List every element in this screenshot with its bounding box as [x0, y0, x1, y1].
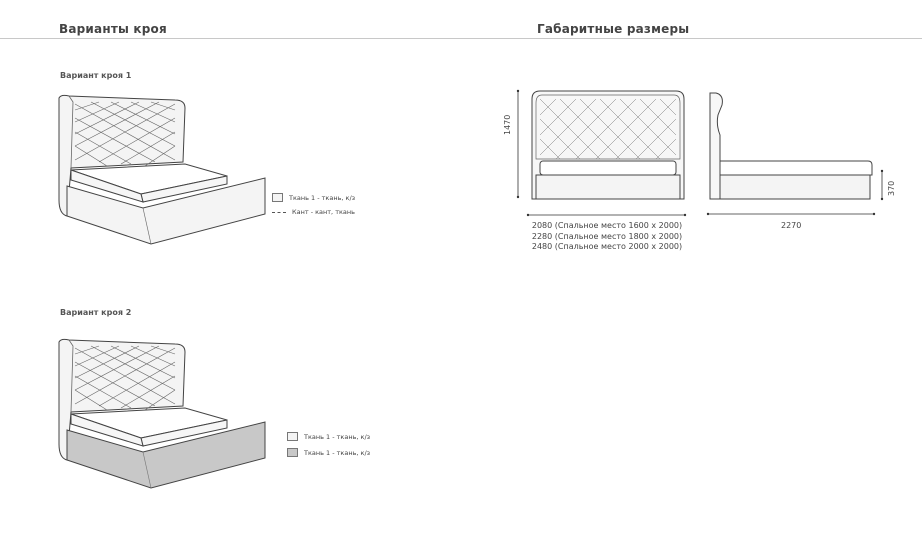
dimensions-heading: Габаритные размеры	[537, 22, 690, 36]
width-option-2: 2280 (Спальное место 1800 х 2000)	[531, 231, 683, 241]
side-height-dimension-label: 370	[887, 180, 896, 196]
variant-2-title: Вариант кроя 2	[60, 308, 132, 317]
side-view-drawing	[706, 92, 884, 216]
fabric-swatch-grey	[287, 448, 298, 457]
cut-variants-heading: Варианты кроя	[59, 22, 167, 36]
legend-label: Ткань 1 - ткань, к/з	[304, 432, 371, 441]
legend-label: Ткань 1 - ткань, к/з	[304, 448, 371, 457]
variant-1-title: Вариант кроя 1	[60, 71, 132, 80]
variant-2-legend-fabric-1: Ткань 1 - ткань, к/з	[287, 432, 370, 441]
height-dimension-label: 1470	[503, 114, 512, 135]
header-divider	[0, 38, 922, 39]
bed-variant-1-illustration	[58, 94, 266, 245]
variant-1-legend-piping: Кант - кант, ткань	[272, 208, 355, 216]
variant-1-legend-fabric: Ткань 1 - ткань, к/з	[272, 193, 355, 202]
variant-2-legend-fabric-2: Ткань 1 - ткань, к/з	[287, 448, 370, 457]
width-option-3: 2480 (Спальное место 2000 х 2000)	[531, 242, 683, 251]
width-option-1: 2080 (Спальное место 1600 х 2000)	[531, 221, 683, 230]
fabric-swatch	[272, 193, 283, 202]
legend-label: Ткань 1 - ткань, к/з	[289, 193, 356, 202]
length-dimension-label: 2270	[781, 221, 802, 230]
width-dimension-list: 2080 (Спальное место 1600 х 2000) 2280 (…	[524, 221, 690, 253]
front-view-drawing	[516, 89, 687, 217]
fabric-swatch-light	[287, 432, 298, 441]
bed-variant-2-illustration	[58, 338, 266, 489]
piping-dash	[272, 211, 286, 213]
legend-label: Кант - кант, ткань	[292, 208, 355, 216]
